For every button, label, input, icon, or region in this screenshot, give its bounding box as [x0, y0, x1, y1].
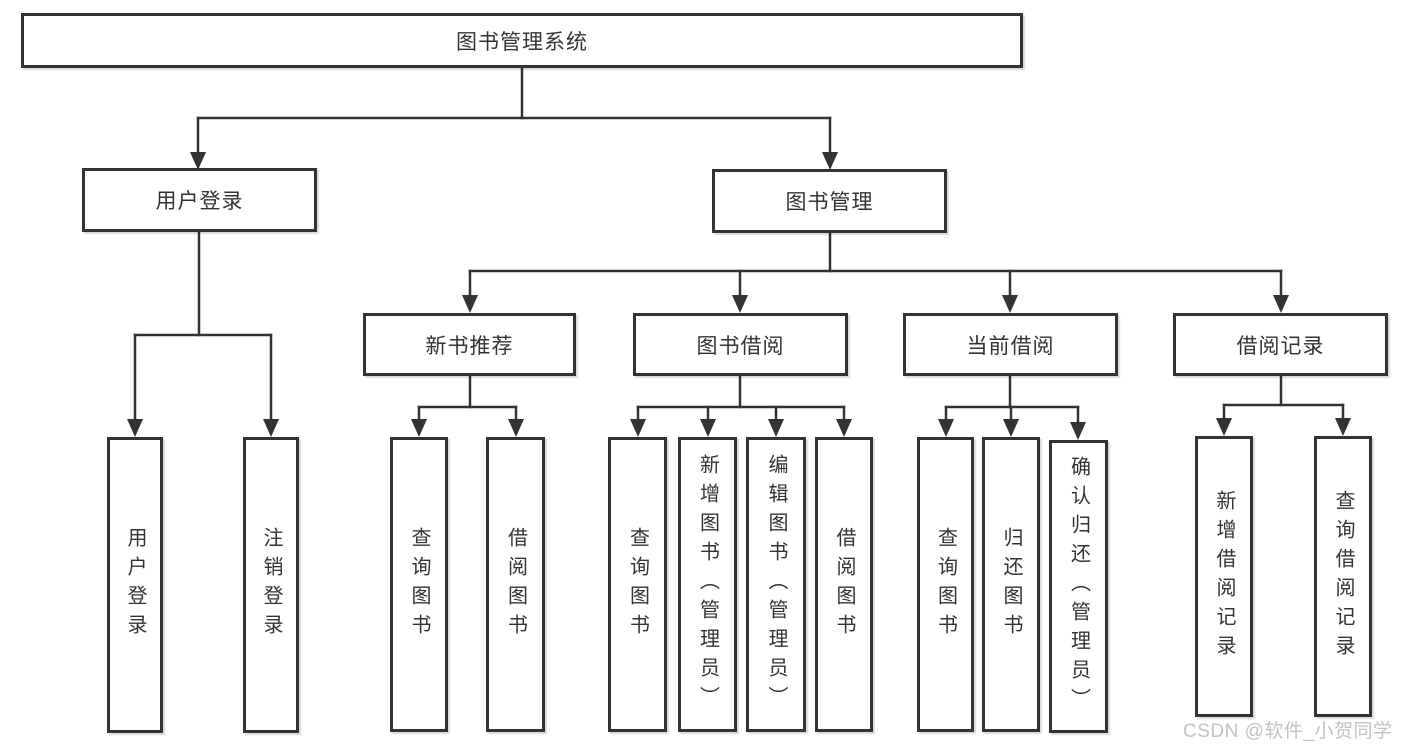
node-label: 新书推荐: [425, 334, 514, 358]
leaf-query-books-borrow: 查询图书: [608, 437, 667, 732]
node-book-management: 图书管理: [712, 169, 947, 233]
node-label: 借阅图书: [833, 526, 855, 643]
leaf-add-borrow-record: 新增借阅记录: [1195, 436, 1253, 717]
node-label: 查询图书: [934, 526, 957, 643]
node-label: 借阅图书: [504, 526, 527, 643]
node-current-borrow: 当前借阅: [903, 313, 1118, 376]
leaf-borrow-books-recommend: 借阅图书: [486, 437, 545, 732]
node-label: 归还图书: [1000, 526, 1022, 643]
node-user-login: 用户登录: [82, 168, 317, 232]
node-label: 用户登录: [124, 527, 146, 643]
leaf-query-books-current: 查询图书: [917, 437, 974, 732]
node-book-borrow: 图书借阅: [633, 313, 848, 376]
leaf-user-login: 用户登录: [107, 437, 163, 733]
node-label: 图书借阅: [696, 334, 785, 358]
leaf-edit-book-admin: 编辑图书（管理员）: [746, 437, 806, 732]
leaf-logout: 注销登录: [243, 437, 299, 733]
node-label: 注销登录: [260, 527, 282, 643]
node-library-management-system: 图书管理系统: [21, 13, 1023, 68]
csdn-watermark: CSDN @软件_小贺同学: [1183, 721, 1393, 742]
node-label: 编辑图书（管理员）: [765, 454, 787, 715]
node-label: 新增借阅记录: [1213, 489, 1235, 664]
node-label: 当前借阅: [966, 334, 1055, 358]
leaf-return-book: 归还图书: [982, 437, 1040, 732]
node-label: 图书管理: [785, 191, 874, 214]
node-label: 查询图书: [626, 526, 649, 643]
leaf-confirm-return-admin: 确认归还（管理员）: [1049, 440, 1108, 733]
node-borrow-records: 借阅记录: [1173, 313, 1388, 376]
node-new-book-recommend: 新书推荐: [363, 313, 576, 376]
node-label: 借阅记录: [1236, 334, 1325, 358]
leaf-query-books-recommend: 查询图书: [390, 437, 448, 732]
leaf-borrow-books: 借阅图书: [815, 437, 873, 732]
node-label: 查询借阅记录: [1332, 489, 1354, 664]
node-label: 确认归还（管理员）: [1067, 456, 1090, 717]
node-label: 图书管理系统: [456, 30, 588, 54]
node-label: 查询图书: [408, 526, 430, 643]
leaf-query-borrow-record: 查询借阅记录: [1314, 436, 1372, 717]
node-label: 用户登录: [155, 190, 244, 213]
node-label: 新增图书（管理员）: [696, 454, 719, 715]
leaf-add-book-admin: 新增图书（管理员）: [678, 437, 737, 732]
